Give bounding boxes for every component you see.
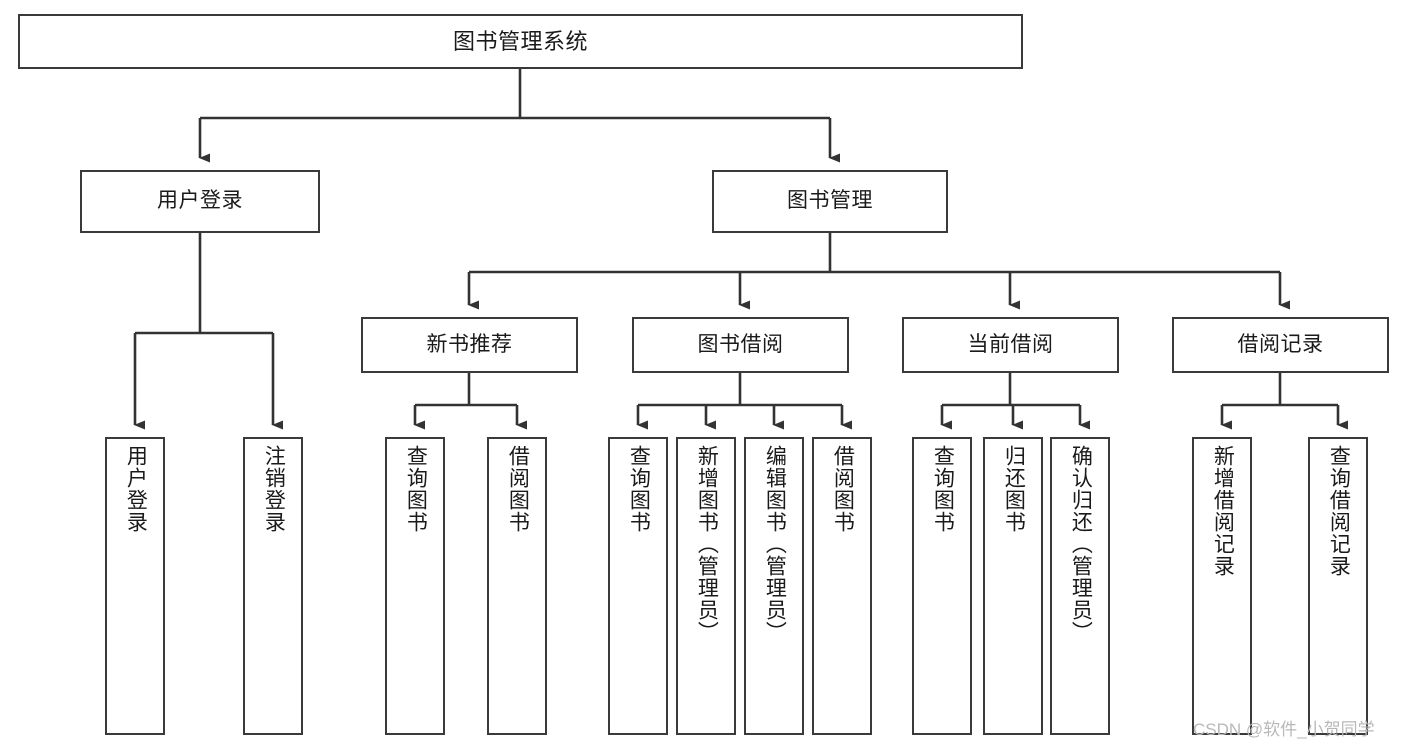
- leaf-cb-return-book[interactable]: 归还图书: [983, 437, 1043, 735]
- node-label: 当前借阅: [967, 332, 1054, 356]
- node-label: 用户登录: [157, 189, 243, 213]
- node-label: 新增图书（管理员）: [695, 445, 719, 643]
- leaf-bb-add-book-admin[interactable]: 新增图书（管理员）: [676, 437, 736, 735]
- node-label: 新书推荐: [426, 332, 513, 356]
- leaf-rec-query-book[interactable]: 查询图书: [385, 437, 445, 735]
- node-label: 借阅图书: [506, 445, 530, 533]
- csdn-watermark: CSDN @软件_小贺同学: [1193, 720, 1375, 739]
- node-label: 图书借阅: [697, 332, 784, 356]
- node-user-login[interactable]: 用户登录: [80, 170, 320, 233]
- node-book-management[interactable]: 图书管理: [712, 170, 948, 233]
- leaf-rec-borrow-book[interactable]: 借阅图书: [487, 437, 547, 735]
- node-book-borrowing[interactable]: 图书借阅: [632, 317, 849, 373]
- node-label: 查询图书: [404, 445, 428, 533]
- node-label: 图书管理: [787, 189, 873, 213]
- node-borrowing-records[interactable]: 借阅记录: [1172, 317, 1389, 373]
- node-label: 借阅图书: [831, 445, 855, 533]
- node-label: 用户登录: [124, 445, 148, 533]
- leaf-bb-borrow-book[interactable]: 借阅图书: [812, 437, 872, 735]
- leaf-bb-query-book[interactable]: 查询图书: [608, 437, 668, 735]
- node-label: 查询图书: [931, 445, 955, 533]
- node-new-book-recommend[interactable]: 新书推荐: [361, 317, 578, 373]
- node-label: 查询图书: [627, 445, 651, 533]
- node-root-system[interactable]: 图书管理系统: [18, 14, 1023, 69]
- leaf-cb-confirm-return-admin[interactable]: 确认归还（管理员）: [1050, 437, 1110, 735]
- leaf-bb-edit-book-admin[interactable]: 编辑图书（管理员）: [744, 437, 804, 735]
- leaf-user-logout[interactable]: 注销登录: [243, 437, 303, 735]
- node-current-borrowing[interactable]: 当前借阅: [902, 317, 1119, 373]
- leaf-user-login[interactable]: 用户登录: [105, 437, 165, 735]
- leaf-cb-query-book[interactable]: 查询图书: [912, 437, 972, 735]
- node-label: 图书管理系统: [452, 28, 588, 54]
- node-label: 新增借阅记录: [1211, 445, 1235, 577]
- leaf-br-query-record[interactable]: 查询借阅记录: [1308, 437, 1368, 735]
- node-label: 借阅记录: [1237, 332, 1324, 356]
- node-label: 编辑图书（管理员）: [763, 445, 787, 643]
- node-label: 确认归还（管理员）: [1069, 445, 1093, 643]
- node-label: 归还图书: [1002, 445, 1026, 533]
- node-label: 注销登录: [262, 445, 286, 533]
- node-label: 查询借阅记录: [1327, 445, 1351, 577]
- leaf-br-add-record[interactable]: 新增借阅记录: [1192, 437, 1252, 735]
